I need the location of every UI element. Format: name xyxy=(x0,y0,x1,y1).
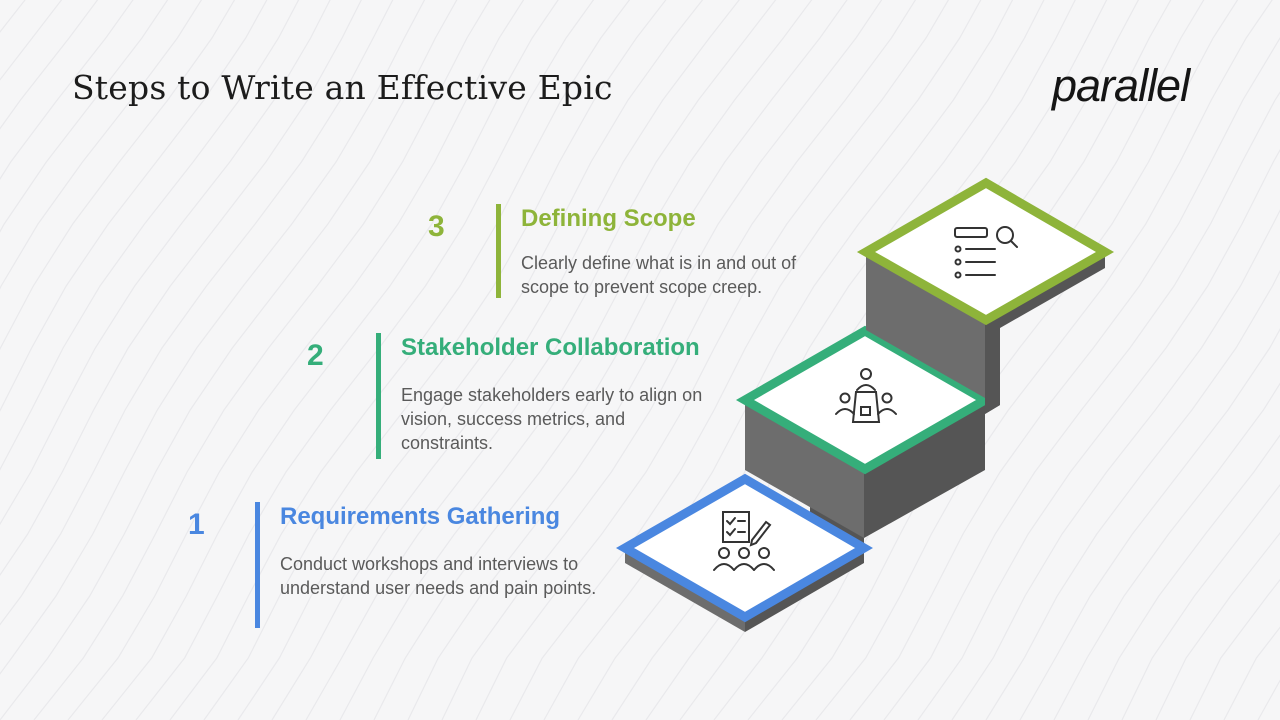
step-3-title: Defining Scope xyxy=(521,205,696,232)
list-search-icon xyxy=(954,226,1018,279)
meeting-table-icon xyxy=(835,368,897,423)
step-2-description: Engage stakeholders early to align on vi… xyxy=(401,385,703,453)
step-1-title: Requirements Gathering xyxy=(280,503,561,530)
step-3-frame xyxy=(856,177,1115,326)
step-3-block xyxy=(856,177,1115,414)
step-1-number: 1 xyxy=(188,508,205,541)
step-2-number: 2 xyxy=(307,339,324,372)
step-2-title: Stakeholder Collaboration xyxy=(401,334,700,361)
parallel-logo: parallel xyxy=(1052,60,1190,111)
step-2-bar xyxy=(376,333,381,459)
step-3-description: Clearly define what is in and out of sco… xyxy=(521,253,797,297)
step-3-number: 3 xyxy=(428,210,445,243)
step-1-bar xyxy=(255,502,260,628)
step-1-frame xyxy=(615,473,873,623)
page-title: Steps to Write an Effective Epic xyxy=(72,68,613,107)
step-3-bar xyxy=(496,204,501,298)
step-1-description: Conduct workshops and interviews to unde… xyxy=(280,554,597,598)
workshop-icon xyxy=(713,511,775,571)
